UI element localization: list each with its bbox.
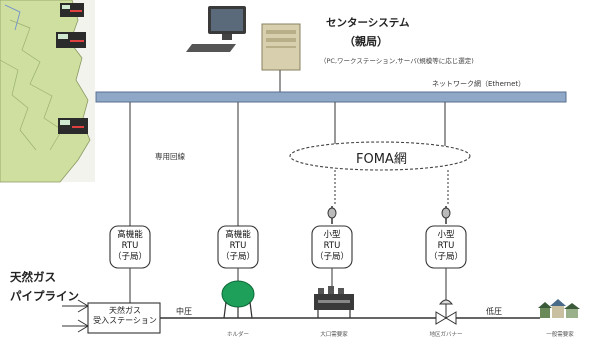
map-thumbnail <box>0 0 95 183</box>
holder-label: ホルダー <box>226 332 249 338</box>
pipeline-label: 天然ガス パイプライン <box>10 268 79 306</box>
network-label: ネットワーク網（Ethernet） <box>432 80 526 88</box>
governor-label: 地区ガバナー <box>429 332 463 338</box>
foma-label: FOMA網 <box>356 152 407 167</box>
gas-holder-icon <box>221 280 255 319</box>
rtu-name: RTU <box>437 241 455 251</box>
rtu-type: 小型 <box>437 230 455 240</box>
center-system-subtitle: （親局） <box>344 35 388 48</box>
pipeline-label-line2: パイプライン <box>10 289 79 303</box>
center-system-title: センターシステム <box>326 17 410 29</box>
rtu-label: 小型 RTU （子局） <box>312 230 352 263</box>
general-customer-label: 一般需要家 <box>546 332 574 338</box>
governor-valve-icon <box>435 299 457 325</box>
rtu-type: 高機能 <box>117 230 143 240</box>
server-icon <box>261 23 301 71</box>
rtu-role: （子局） <box>314 252 349 262</box>
computer-icon <box>186 6 246 52</box>
rtu-label: 高機能 RTU （子局） <box>218 230 258 263</box>
antenna-icon <box>327 206 337 224</box>
rtu-type: 小型 <box>323 230 341 240</box>
foma-cloud <box>289 141 471 171</box>
dedicated-line-label: 専用回線 <box>155 152 185 161</box>
pipeline-label-line1: 天然ガス <box>10 270 56 284</box>
large-customer-equipment-icon <box>314 286 354 318</box>
rtu-role: （子局） <box>428 252 463 262</box>
rtu-role: （子局） <box>220 252 255 262</box>
rtu-name: RTU <box>121 241 139 251</box>
antenna-icon <box>441 206 451 224</box>
general-customer-houses-icon <box>538 299 580 318</box>
station-label: 天然ガス 受入ステーション <box>90 306 160 326</box>
center-system-note: （PC,ワークステーション,サーバ(規模等に応じ選定) <box>320 57 474 65</box>
network-bar <box>95 91 567 103</box>
medium-pressure-label: 中圧 <box>176 307 192 316</box>
rtu-label: 高機能 RTU （子局） <box>110 230 150 263</box>
rtu-name: RTU <box>323 241 341 251</box>
rtu-role: （子局） <box>112 252 147 262</box>
rtu-type: 高機能 <box>225 230 251 240</box>
station-label-line2: 受入ステーション <box>93 316 157 325</box>
low-pressure-label: 低圧 <box>486 307 502 316</box>
rtu-label: 小型 RTU （子局） <box>426 230 466 263</box>
rtu-name: RTU <box>229 241 247 251</box>
large-customer-label: 大口需要家 <box>320 332 348 338</box>
station-box <box>87 302 161 334</box>
station-label-line1: 天然ガス <box>109 306 141 315</box>
